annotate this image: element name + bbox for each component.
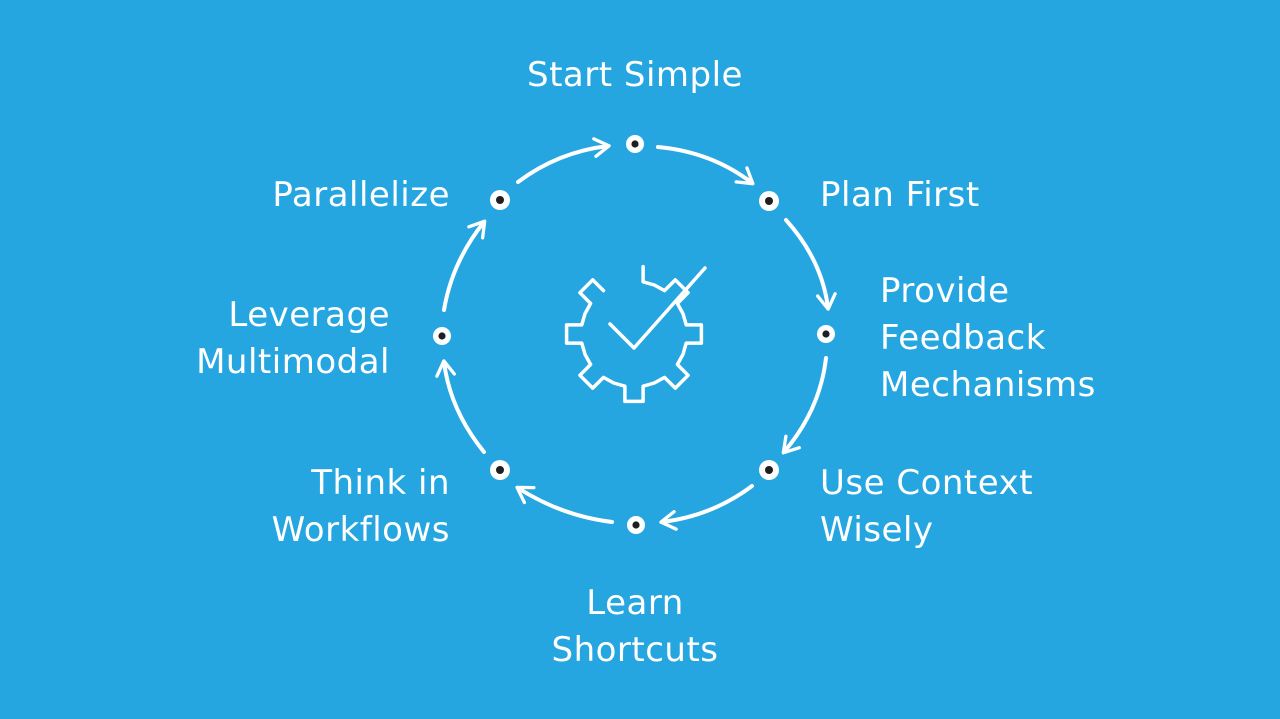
node-parallelize: [490, 190, 510, 210]
cycle-arrows: [435, 137, 837, 531]
node-provide-feedback: [817, 325, 835, 343]
arrow-context-to-learn: [659, 484, 754, 531]
step-label-line: Leverage: [228, 295, 390, 335]
step-label-line: Multimodal: [196, 342, 390, 382]
arrow-think-to-leverage: [435, 359, 486, 454]
step-label-line: Wisely: [820, 510, 934, 550]
step-label-line: Learn: [586, 583, 684, 623]
step-label-think-workflows: Think in Workflows: [150, 460, 450, 554]
node-leverage-multimodal: [433, 327, 451, 345]
node-think-workflows: [490, 460, 510, 480]
step-label-line: Feedback: [880, 318, 1046, 358]
step-label-line: Start Simple: [527, 55, 743, 95]
step-label-start-simple: Start Simple: [480, 52, 790, 99]
step-label-line: Parallelize: [272, 175, 450, 215]
step-label-line: Workflows: [271, 510, 450, 550]
step-label-line: Shortcuts: [551, 630, 719, 670]
step-label-line: Mechanisms: [880, 365, 1096, 405]
node-start-simple: [626, 135, 644, 153]
arrow-start-to-plan: [656, 145, 755, 186]
step-label-line: Think in: [311, 463, 450, 503]
step-label-line: Use Context: [820, 463, 1034, 503]
step-label-line: Provide: [880, 271, 1010, 311]
node-use-context: [759, 460, 779, 480]
arrow-learn-to-think: [515, 485, 614, 524]
arrow-parallelize-to-start: [516, 137, 611, 184]
arrow-plan-to-feedback: [784, 218, 837, 311]
gear-checkmark-icon: [564, 264, 707, 404]
cycle-nodes: [433, 135, 835, 534]
step-label-plan-first: Plan First: [820, 172, 980, 219]
step-label-parallelize: Parallelize: [150, 172, 450, 219]
step-label-line: Plan First: [820, 175, 980, 215]
arrow-leverage-to-parallelize: [442, 219, 487, 312]
arrow-feedback-to-context: [781, 356, 828, 455]
node-learn-shortcuts: [627, 516, 645, 534]
node-plan-first: [759, 191, 779, 211]
